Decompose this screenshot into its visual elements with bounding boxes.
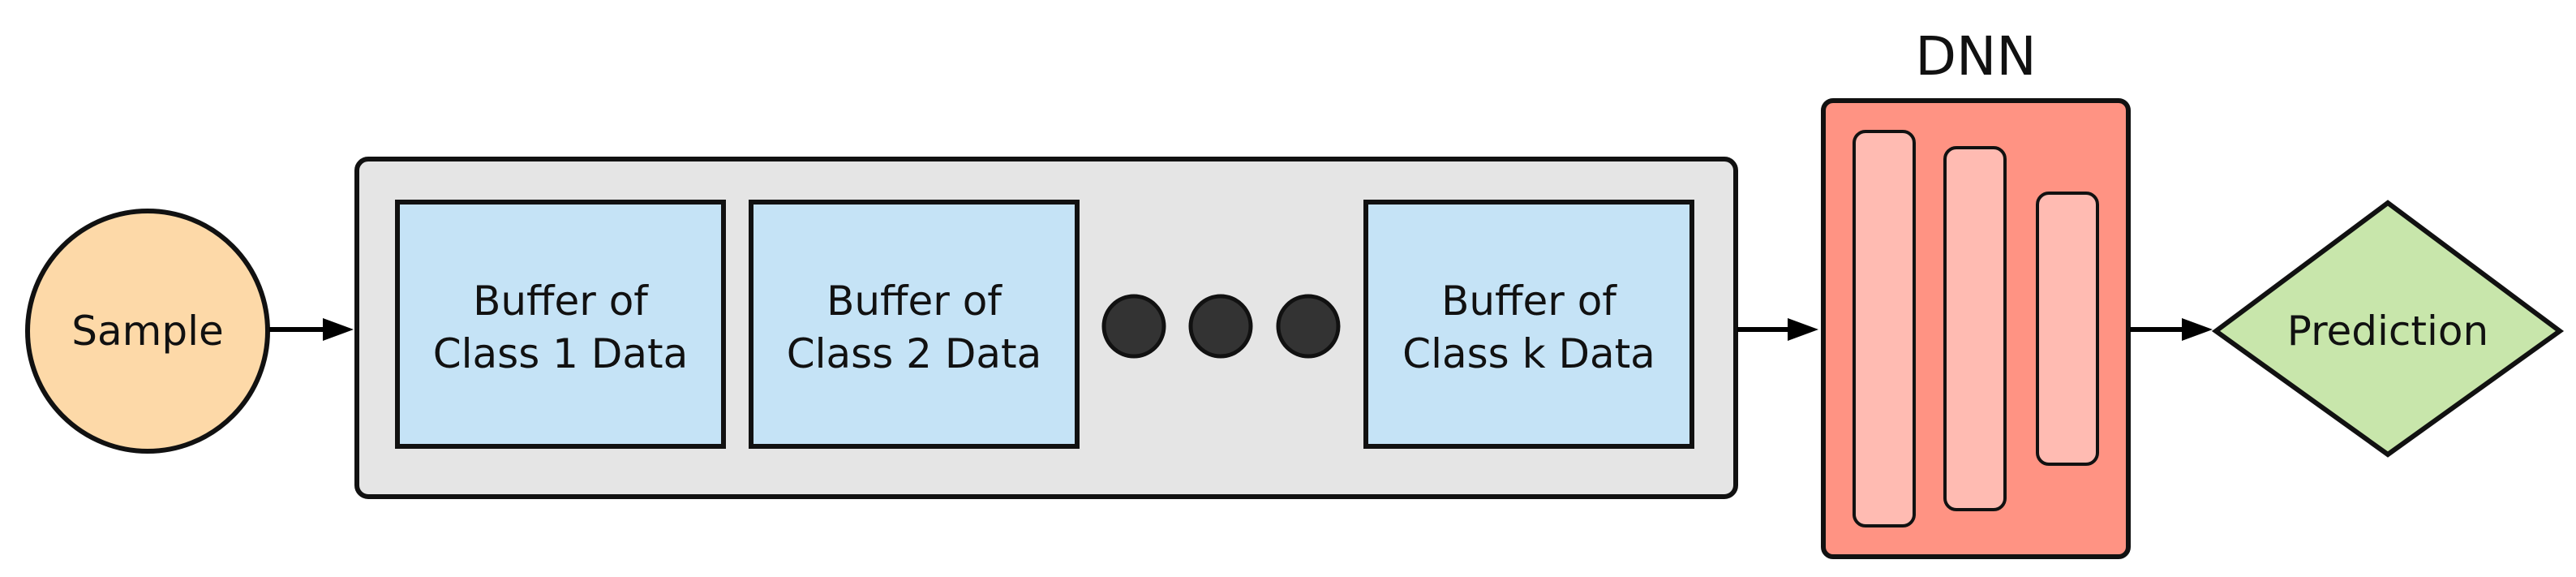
buffer-class-1-box (395, 200, 726, 449)
dnn-title: DNN (1915, 25, 2037, 88)
buffer-class-k-line1: Buffer of (1441, 278, 1617, 325)
sample-node: Sample (25, 209, 270, 454)
buffer-class-1-line1: Buffer of (473, 278, 649, 325)
sample-circle (25, 209, 270, 454)
sample-label: Sample (71, 308, 223, 355)
buffer-class-2-line2: Class 2 Data (787, 330, 1042, 377)
buffer-class-2-box (749, 200, 1080, 449)
arrow-buffers-to-dnn (1737, 318, 1818, 341)
dnn-node: DNN (1821, 25, 2131, 559)
buffer-class-2-line1: Buffer of (826, 278, 1002, 325)
arrow-dnn-to-prediction (2130, 318, 2213, 341)
prediction-diamond (2211, 200, 2565, 458)
ellipsis-dot-2 (1188, 294, 1253, 359)
ellipsis-dot-3 (1276, 294, 1341, 359)
dnn-layer-1 (1853, 130, 1916, 527)
ellipsis-dots (1101, 294, 1341, 359)
ellipsis-dot-1 (1101, 294, 1166, 359)
buffer-class-k: Buffer of Class k Data (1363, 200, 1694, 449)
buffer-class-k-box (1363, 200, 1694, 449)
dnn-layer-2 (1943, 146, 2007, 511)
prediction-node: Prediction (2211, 200, 2565, 458)
buffer-class-1: Buffer of Class 1 Data (395, 200, 726, 449)
buffer-class-k-line2: Class k Data (1402, 330, 1655, 377)
buffer-class-1-line2: Class 1 Data (433, 330, 689, 377)
dnn-layer-3 (2036, 192, 2099, 466)
arrow-sample-to-buffers (269, 318, 354, 341)
prediction-label: Prediction (2287, 308, 2488, 355)
buffer-class-2: Buffer of Class 2 Data (749, 200, 1080, 449)
